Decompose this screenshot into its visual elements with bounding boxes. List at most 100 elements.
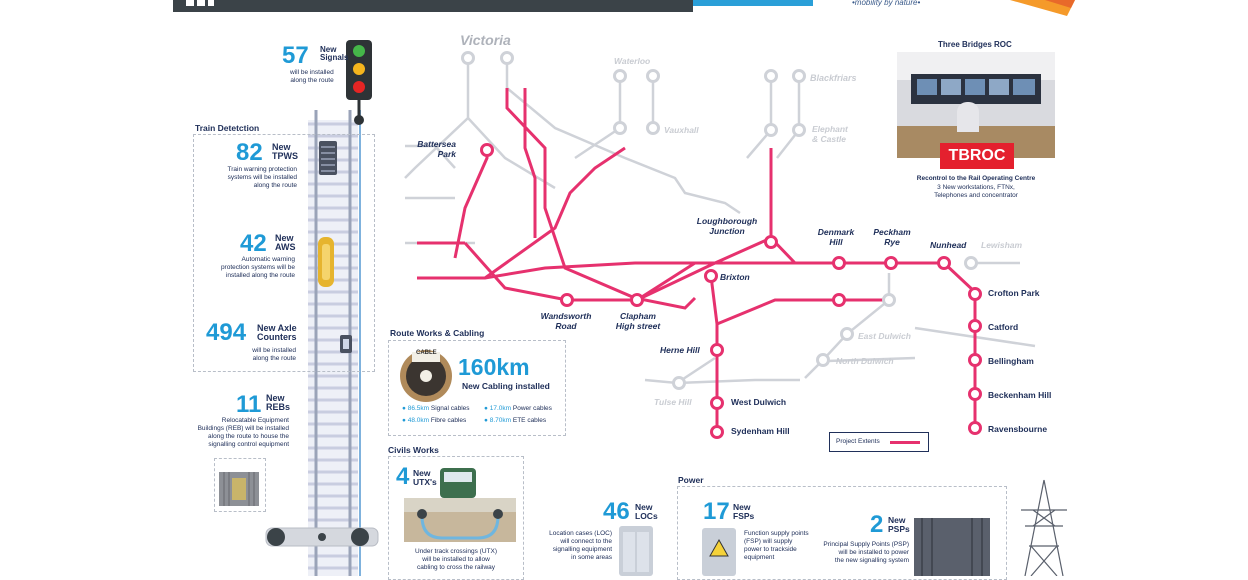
station-herne: Herne Hill <box>660 345 700 355</box>
psps-title: New PSPs <box>888 515 910 534</box>
route-works-title: Route Works & Cabling <box>390 328 485 338</box>
cable-item-value: 8.70km <box>489 417 512 424</box>
pylon-icon <box>1021 479 1067 576</box>
rebs-count: 11 <box>236 391 262 418</box>
cabling-count: 160km <box>458 354 530 380</box>
cable-item-value: 48.0km <box>407 417 430 424</box>
header-bar <box>173 0 693 12</box>
station-west-dulwich: West Dulwich <box>731 397 787 407</box>
roc-title: Three Bridges ROC <box>938 40 1012 49</box>
tpws-device-icon <box>319 141 337 175</box>
cable-item-value: 17.0km <box>489 405 512 412</box>
cable-item: ● 17.0km Power cables <box>484 405 552 412</box>
utx-crossing-icon <box>404 468 516 542</box>
station-denmark: Denmark Hill <box>817 227 855 247</box>
psp-building-icon <box>914 518 990 576</box>
station-bellingham: Bellingham <box>988 356 1034 366</box>
track-point-machine-icon <box>265 527 379 547</box>
station-lewisham: Lewisham <box>981 240 1023 250</box>
train-detection-box <box>193 134 375 372</box>
fsps-desc: Function supply points (FSP) will supply… <box>744 530 809 562</box>
cable-item: ● 8.70km ETE cables <box>484 417 547 424</box>
locs-count: 46 <box>603 498 630 525</box>
route-works-box <box>388 340 566 436</box>
header-bar-accent <box>693 0 813 6</box>
roc-caption-bold: Recontrol to the Rail Operating Centre <box>916 175 1036 182</box>
tbroc-badge: TBROC <box>940 143 1014 169</box>
fsps-title: New FSPs <box>733 502 755 521</box>
axle-title: New Axle Counters <box>257 323 297 343</box>
station-catford: Catford <box>988 322 1019 332</box>
signals-title: New Signals <box>320 45 349 63</box>
signals-desc: will be installed along the route <box>290 69 334 85</box>
aws-count: 42 <box>240 230 267 257</box>
station-east-dulwich: East Dulwich <box>858 331 911 341</box>
station-loughborough: Loughborough Junction <box>696 216 758 236</box>
station-brixton: Brixton <box>720 272 750 282</box>
station-victoria: Victoria <box>460 32 511 48</box>
civils-title: Civils Works <box>388 445 439 455</box>
tpws-title: New TPWS <box>272 142 298 162</box>
rail-map <box>404 51 1036 439</box>
station-blackfriars: Blackfriars <box>810 73 857 83</box>
utx-desc: Under track crossings (UTX) will be inst… <box>415 548 497 572</box>
axle-counter-icon <box>340 335 352 353</box>
brand-tagline: •mobility by nature• <box>852 0 921 7</box>
aws-title: New AWS <box>275 233 296 253</box>
brand-logo-icon <box>1010 0 1075 16</box>
legend-line <box>890 441 920 444</box>
reb-box <box>214 458 266 512</box>
traffic-signal-icon <box>346 40 372 125</box>
station-wandsworth: Wandsworth Road <box>540 311 592 331</box>
station-nunhead: Nunhead <box>930 240 967 250</box>
signals-count: 57 <box>282 42 309 69</box>
psps-count: 2 <box>870 511 884 538</box>
psps-desc: Principal Supply Points (PSP) will be in… <box>823 541 909 565</box>
cable-item-value: 86.5km <box>407 405 430 412</box>
train-detection-title: Train Detetction <box>195 123 260 133</box>
fsp-cabinet-icon <box>702 528 736 576</box>
station-clapham: Clapham High street <box>615 311 661 331</box>
cable-item-label: Power cables <box>512 405 552 412</box>
utx-title: New UTX's <box>413 468 437 487</box>
tpws-count: 82 <box>236 139 263 166</box>
project-station-markers <box>480 143 982 439</box>
station-tulse: Tulse Hill <box>654 397 692 407</box>
power-title: Power <box>678 475 704 485</box>
cabling-title: New Cabling installed <box>462 381 550 391</box>
locs-title: New LOCs <box>635 502 658 521</box>
other-station-markers <box>461 51 978 390</box>
station-waterloo: Waterloo <box>614 56 651 66</box>
cable-item: ● 86.5km Signal cables <box>402 405 470 412</box>
cable-item: ● 48.0km Fibre cables <box>402 417 467 424</box>
cable-item-label: Fibre cables <box>430 417 467 424</box>
axle-count: 494 <box>206 319 247 346</box>
fsps-count: 17 <box>703 498 730 525</box>
axle-desc: will be installed along the route <box>252 347 296 363</box>
aws-desc: Automatic warning protection systems wil… <box>220 256 295 280</box>
tpws-desc: Train warning protection systems will be… <box>227 166 298 190</box>
rebs-desc: Relocatable Equipment Buildings (REB) wi… <box>197 417 289 449</box>
map-legend: Project Extents <box>829 432 929 452</box>
aws-magnet-icon <box>318 237 334 287</box>
station-battersea: Battersea Park <box>417 139 456 159</box>
project-extent-lines <box>417 88 977 430</box>
station-peckham: Peckham Rye <box>873 227 911 247</box>
station-crofton: Crofton Park <box>988 288 1040 298</box>
loc-cabinet-icon <box>619 526 653 576</box>
legend-label: Project Extents <box>836 438 880 445</box>
header-icon <box>186 0 214 6</box>
utx-count: 4 <box>396 463 410 490</box>
station-elephant: Elephant & Castle <box>812 124 848 144</box>
cable-drum-label: CABLE <box>416 350 437 356</box>
rebs-title: New REBs <box>266 393 291 413</box>
reb-building-icon <box>219 472 259 506</box>
roc-caption: 3 New workstations, FTNx, Telephones and… <box>934 184 1018 200</box>
locs-desc: Location cases (LOC) will connect to the… <box>549 530 612 562</box>
cable-item-label: Signal cables <box>430 405 470 412</box>
station-north-dulwich: North Dulwich <box>836 356 894 366</box>
station-beckenham: Beckenham Hill <box>988 390 1052 400</box>
station-ravensbourne: Ravensbourne <box>988 424 1048 434</box>
cable-drum-icon <box>400 350 452 402</box>
cable-item-label: ETE cables <box>512 417 547 424</box>
